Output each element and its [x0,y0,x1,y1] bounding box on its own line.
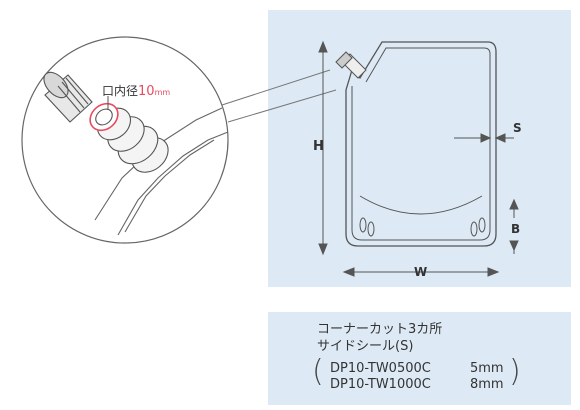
pouch-outline [345,41,497,247]
callout-label: 口内径10mm [102,82,170,99]
diagram-panel [268,10,571,287]
model-code-2: DP10-TW1000C [330,377,431,392]
model-code-1: DP10-TW0500C [330,361,431,376]
callout-unit: mm [154,88,171,97]
leader-line-top [221,69,331,106]
paren-right: ) [509,354,521,389]
leader-line-bottom [227,89,337,123]
label-w: W [414,265,428,279]
dimension-b [509,198,519,254]
spec-panel [268,312,571,405]
model-size-2: 8mm [470,377,504,392]
dimension-s [454,133,514,143]
spec-corner-cut: コーナーカット3カ所 [317,322,443,337]
label-b: B [511,222,521,236]
magnified-cap [43,71,93,123]
dimension-h [318,40,328,256]
paren-left: ( [312,354,324,389]
model-size-1: 5mm [470,361,504,376]
magnified-spout [89,102,169,173]
label-s: S [513,121,522,135]
callout-value: 10 [138,84,155,99]
callout-label-text: 口内径 [102,84,139,98]
dimension-w [342,267,500,277]
pouch-spout [335,51,367,79]
label-h: H [313,139,324,154]
spec-side-seal: サイドシール(S) [317,339,414,354]
